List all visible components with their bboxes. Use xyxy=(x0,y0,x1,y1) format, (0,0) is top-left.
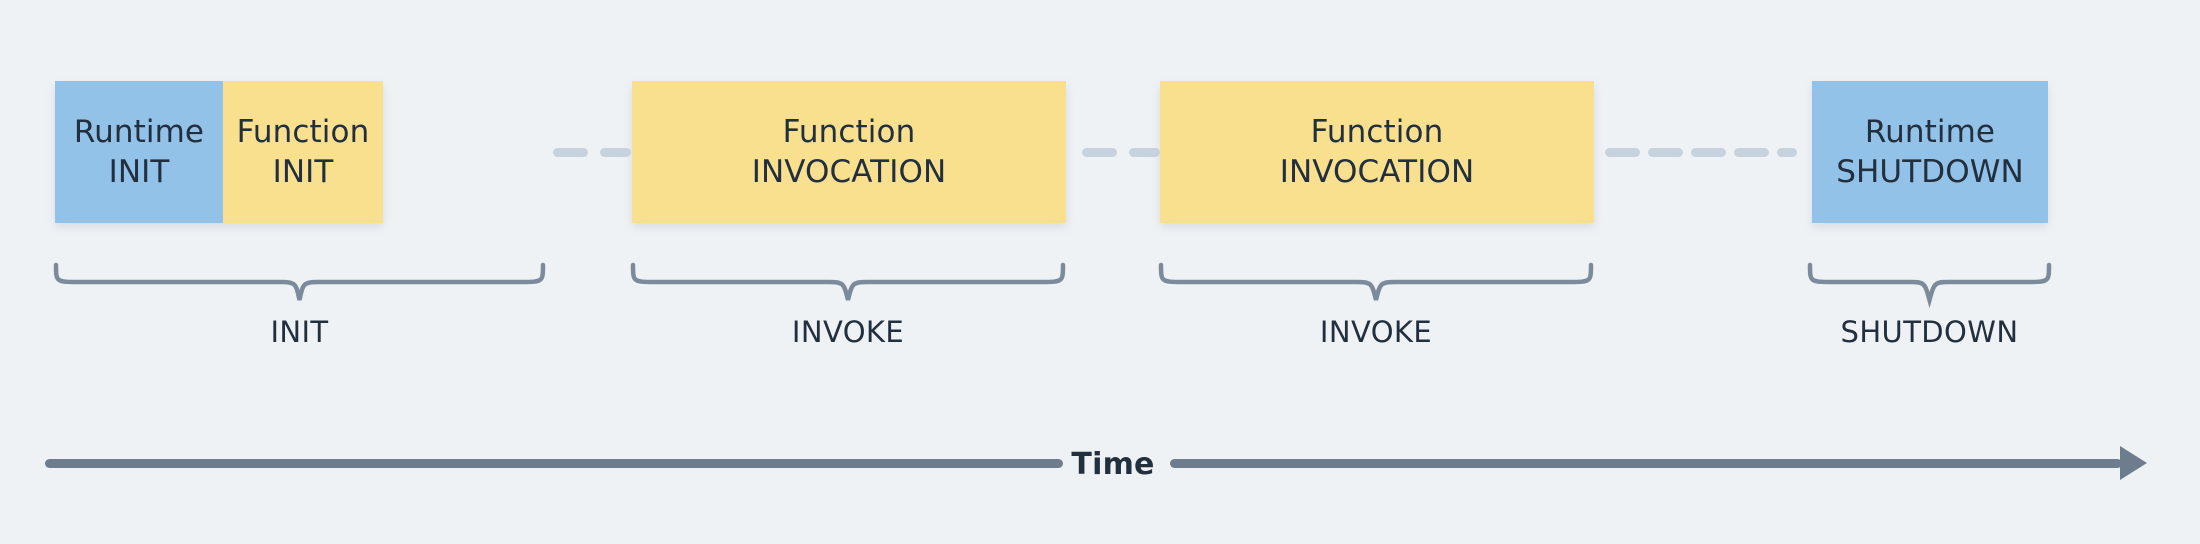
time-axis-arrow-icon xyxy=(2120,446,2147,480)
invocation-1-block-group: Function INVOCATION xyxy=(632,81,1066,223)
connector-dash xyxy=(1082,148,1117,157)
block-runtime-shutdown[interactable]: Runtime SHUTDOWN xyxy=(1812,81,2048,223)
invocation-2-block-group: Function INVOCATION xyxy=(1160,81,1594,223)
time-axis-line-right xyxy=(1170,459,2122,468)
block-function-init-line1: Function xyxy=(236,113,370,150)
block-function-invocation-2-line2: INVOCATION xyxy=(1279,154,1475,190)
block-function-invocation-1-line2: INVOCATION xyxy=(751,154,947,190)
brace-label-invoke-2: INVOKE xyxy=(1319,315,1433,349)
time-axis-label: Time xyxy=(1071,447,1155,482)
block-function-init-line2: INIT xyxy=(272,154,334,190)
block-runtime-init-line2: INIT xyxy=(108,154,170,190)
block-function-invocation-2[interactable]: Function INVOCATION xyxy=(1160,81,1594,223)
connector-dash xyxy=(1648,148,1683,157)
brace-label-init: INIT xyxy=(270,315,329,349)
brace-label-invoke-1: INVOKE xyxy=(791,315,905,349)
brace-shutdown xyxy=(1807,262,2052,309)
connector-dash xyxy=(1129,148,1160,157)
brace-invoke-1 xyxy=(630,262,1066,301)
brace-init xyxy=(53,262,546,301)
brace-invoke-2 xyxy=(1158,262,1594,301)
shutdown-block-group: Runtime SHUTDOWN xyxy=(1812,81,2048,223)
connector-dash xyxy=(1734,148,1769,157)
connector-dash xyxy=(1691,148,1726,157)
block-runtime-shutdown-line2: SHUTDOWN xyxy=(1836,154,2024,190)
block-function-init[interactable]: Function INIT xyxy=(223,81,383,223)
brace-label-shutdown: SHUTDOWN xyxy=(1840,315,2019,349)
connector-dash xyxy=(553,148,588,157)
block-function-invocation-1[interactable]: Function INVOCATION xyxy=(632,81,1066,223)
connector-dash xyxy=(600,148,631,157)
time-axis-line-left xyxy=(45,459,1063,468)
block-runtime-init[interactable]: Runtime INIT xyxy=(55,81,223,223)
block-runtime-shutdown-line1: Runtime xyxy=(1864,113,1996,150)
connector-dash xyxy=(1605,148,1640,157)
block-runtime-init-line1: Runtime xyxy=(73,113,205,150)
block-function-invocation-1-line1: Function xyxy=(782,113,916,150)
block-function-invocation-2-line1: Function xyxy=(1310,113,1444,150)
init-block-group: Runtime INIT Function INIT xyxy=(55,81,383,223)
connector-dash xyxy=(1777,148,1797,157)
